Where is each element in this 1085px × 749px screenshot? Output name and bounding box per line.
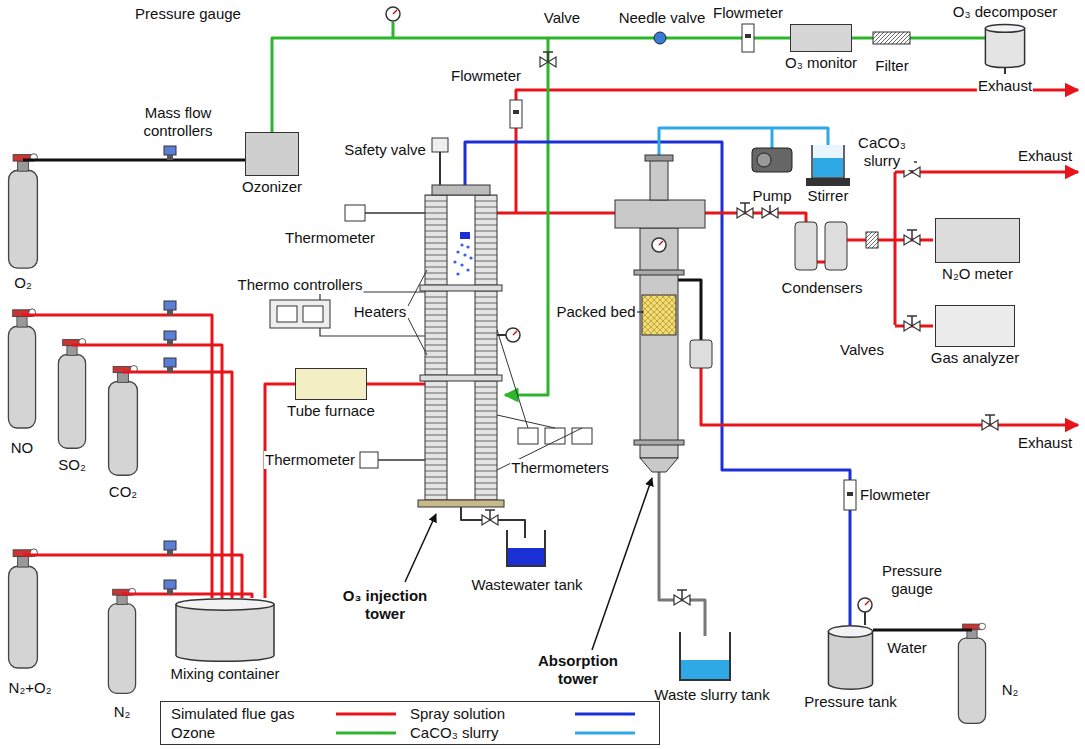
part-label: Pump bbox=[751, 187, 792, 205]
tower-label: O₃ injection tower bbox=[324, 587, 446, 623]
part-label: Mass flow controllers bbox=[122, 104, 234, 140]
part-label: Exhaust bbox=[1017, 147, 1073, 165]
part-label: Water bbox=[886, 639, 927, 657]
part-label: Flowmeter bbox=[450, 67, 522, 85]
gas-cylinders bbox=[8, 154, 985, 724]
part-label: SO₂ bbox=[57, 456, 87, 474]
part-label: N₂+O₂ bbox=[8, 679, 53, 697]
equipment-label: Mixing container bbox=[169, 665, 280, 683]
legend-line-sample bbox=[336, 709, 396, 719]
legend-text: CaCO₃ slurry bbox=[410, 724, 499, 742]
pipes bbox=[22, 22, 1078, 636]
part-label: Heaters bbox=[353, 303, 408, 321]
part-label: Packed bed bbox=[555, 303, 636, 321]
legend-item: CaCO₃ slurry bbox=[410, 724, 649, 742]
legend-line-sample bbox=[575, 709, 635, 719]
equipment-label: N₂O meter bbox=[941, 265, 1014, 283]
legend-line-sample bbox=[336, 728, 396, 738]
part-label: Valve bbox=[543, 9, 581, 27]
part-label: Flowmeter bbox=[712, 4, 784, 22]
part-label: Pressure gauge bbox=[876, 562, 948, 598]
part-label: N₂ bbox=[113, 703, 132, 721]
legend-item: Spray solution bbox=[410, 705, 649, 723]
part-label: Valves bbox=[839, 341, 885, 359]
equipment-label: Pressure tank bbox=[803, 693, 898, 711]
part-label: CaCO₃ slurry bbox=[850, 134, 914, 170]
legend-text: Spray solution bbox=[410, 705, 505, 723]
part-label: NO bbox=[10, 439, 35, 457]
part-label: Safety valve bbox=[343, 141, 427, 159]
part-label: N₂ bbox=[1001, 681, 1020, 699]
tower-label: Absorption tower bbox=[527, 652, 629, 688]
ozone-injection-tower bbox=[270, 138, 592, 566]
pipe-connector bbox=[852, 37, 985, 40]
ozone-decomposer: O₃ decomposer bbox=[985, 24, 1025, 68]
pressure-tank: Pressure tank bbox=[828, 625, 873, 690]
legend-item: Simulated flue gas bbox=[171, 705, 410, 723]
cylinder-outline bbox=[985, 24, 1025, 68]
cylinder-outline bbox=[828, 625, 873, 690]
equipment-label: O₃ monitor bbox=[784, 54, 858, 72]
part-label: Exhaust bbox=[1017, 434, 1073, 452]
top-instruments bbox=[386, 7, 910, 128]
part-label: Wastewater tank bbox=[470, 576, 583, 594]
ozonizer-box: Ozonizer bbox=[245, 132, 299, 176]
part-label: Exhaust bbox=[977, 77, 1033, 95]
legend-box: Simulated flue gas Spray solutionOzone CaC… bbox=[160, 701, 660, 745]
ozone-monitor: O₃ monitor bbox=[790, 24, 852, 52]
equipment-label: Ozonizer bbox=[241, 178, 303, 196]
gas-analyzer: Gas analyzer bbox=[935, 305, 1015, 347]
legend-text: Simulated flue gas bbox=[171, 705, 294, 723]
pipe-connector bbox=[272, 38, 790, 132]
mixing-container: Mixing container bbox=[175, 598, 275, 662]
part-label: Thermometer bbox=[264, 451, 356, 469]
mass-flow-controllers bbox=[164, 146, 176, 594]
equipment-label: O₃ decomposer bbox=[952, 3, 1059, 21]
equipment-label: Gas analyzer bbox=[930, 349, 1020, 367]
part-label: Condensers bbox=[781, 279, 864, 297]
part-label: Filter bbox=[874, 57, 909, 75]
part-label: Needle valve bbox=[618, 9, 707, 27]
part-label: Thermometer bbox=[284, 229, 376, 247]
legend-item: Ozone bbox=[171, 724, 410, 742]
legend-text: Ozone bbox=[171, 724, 215, 742]
equipment-label: Tube furnace bbox=[286, 402, 376, 420]
part-label: Pressure gauge bbox=[134, 5, 242, 23]
part-label: O₂ bbox=[13, 274, 33, 292]
part-label: Thermo controllers bbox=[236, 276, 363, 294]
part-label: Waste slurry tank bbox=[653, 686, 770, 704]
part-label: CO₂ bbox=[108, 483, 138, 501]
tube-furnace: Tube furnace bbox=[295, 368, 367, 400]
n2o-meter: N₂O meter bbox=[935, 218, 1020, 263]
legend-line-sample bbox=[575, 728, 635, 738]
cylinder-outline bbox=[175, 598, 275, 662]
part-label: Stirrer bbox=[807, 187, 850, 205]
part-label: Flowmeter bbox=[859, 486, 931, 504]
part-label: Thermometers bbox=[510, 459, 610, 477]
